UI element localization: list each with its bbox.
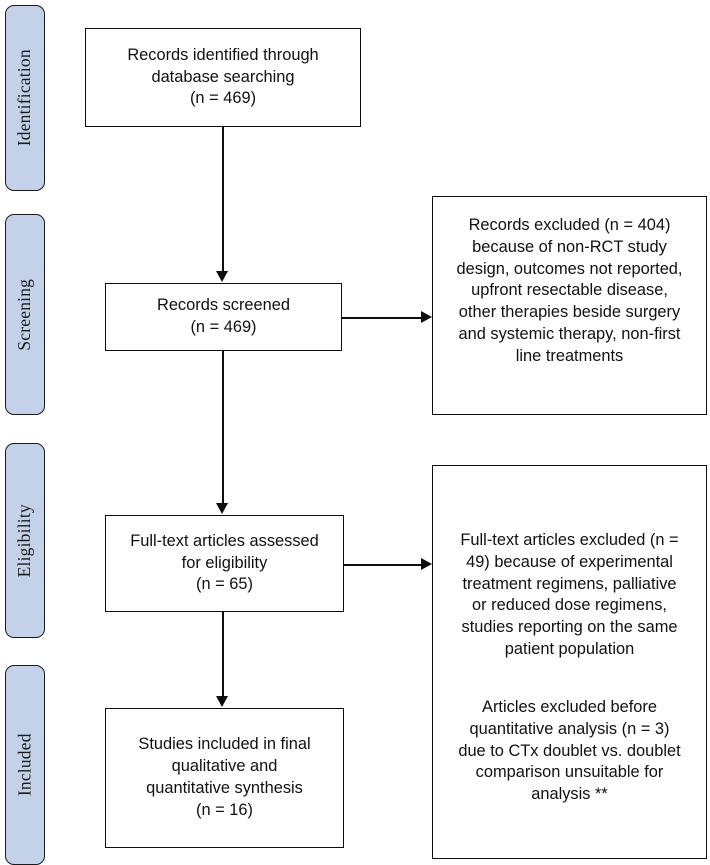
stage-label-included: Included: [14, 733, 35, 797]
box-records-identified: Records identified through database sear…: [85, 28, 361, 127]
stage-label-identification: Identification: [14, 49, 35, 147]
connector-identified-to-screened: [222, 127, 224, 272]
arrowhead-screened-to-fulltext: [216, 503, 228, 514]
stage-pill-screening: Screening: [5, 214, 45, 415]
stage-label-screening: Screening: [14, 278, 35, 351]
stage-label-eligibility: Eligibility: [14, 503, 35, 578]
arrowhead-identified-to-screened: [216, 271, 228, 282]
box-quantitative-excluded-text: Articles excluded before quantitative an…: [458, 697, 681, 804]
connector-screened-to-records-excluded: [342, 317, 422, 319]
box-fulltext-assessed: Full-text articles assessed for eligibil…: [105, 515, 344, 612]
stage-pill-eligibility: Eligibility: [5, 443, 45, 638]
box-records-screened: Records screened (n = 469): [105, 283, 342, 351]
connector-fulltext-to-included: [222, 612, 224, 697]
box-records-excluded-text: Records excluded (n = 404) because of no…: [456, 216, 683, 365]
connector-fulltext-to-fulltext-excluded: [344, 564, 422, 566]
box-studies-included-text: Studies included in final qualitative an…: [138, 735, 311, 819]
box-fulltext-excluded: Full-text articles excluded (n = 49) bec…: [432, 465, 707, 859]
arrowhead-fulltext-to-included: [216, 696, 228, 707]
arrowhead-screened-to-records-excluded: [421, 311, 432, 323]
box-records-excluded: Records excluded (n = 404) because of no…: [432, 196, 707, 415]
box-studies-included: Studies included in final qualitative an…: [105, 708, 344, 848]
arrowhead-fulltext-to-fulltext-excluded: [421, 558, 432, 570]
box-fulltext-assessed-text: Full-text articles assessed for eligibil…: [130, 531, 319, 594]
box-fulltext-excluded-text: Full-text articles excluded (n = 49) bec…: [460, 531, 679, 659]
box-records-screened-text: Records screened (n = 469): [156, 296, 290, 336]
connector-screened-to-fulltext: [222, 351, 224, 504]
stage-pill-identification: Identification: [5, 5, 45, 191]
box-records-identified-text: Records identified through database sear…: [127, 45, 319, 108]
stage-pill-included: Included: [5, 665, 45, 865]
